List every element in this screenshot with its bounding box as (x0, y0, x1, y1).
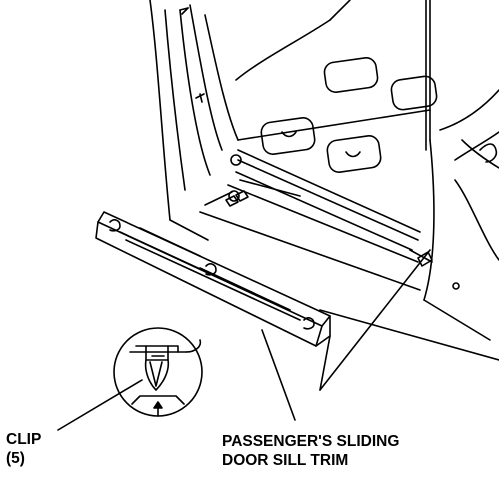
leader-lines (57, 329, 296, 431)
clip-label: CLIP (5) (6, 430, 41, 468)
clip-count: (5) (6, 450, 25, 467)
sill-trim-label-line2: DOOR SILL TRIM (222, 452, 349, 469)
sill-trim-label-line1: PASSENGER'S SLIDING (222, 433, 400, 450)
sill-trim-part (95, 211, 431, 391)
clip-name: CLIP (6, 431, 42, 448)
sill-trim-label: PASSENGER'S SLIDING DOOR SILL TRIM (222, 432, 399, 470)
sill-rails (199, 149, 421, 291)
clip-detail (113, 327, 203, 417)
floor-panel (235, 0, 438, 173)
door-pillar (149, 0, 239, 241)
body-side-panel (319, 89, 499, 361)
